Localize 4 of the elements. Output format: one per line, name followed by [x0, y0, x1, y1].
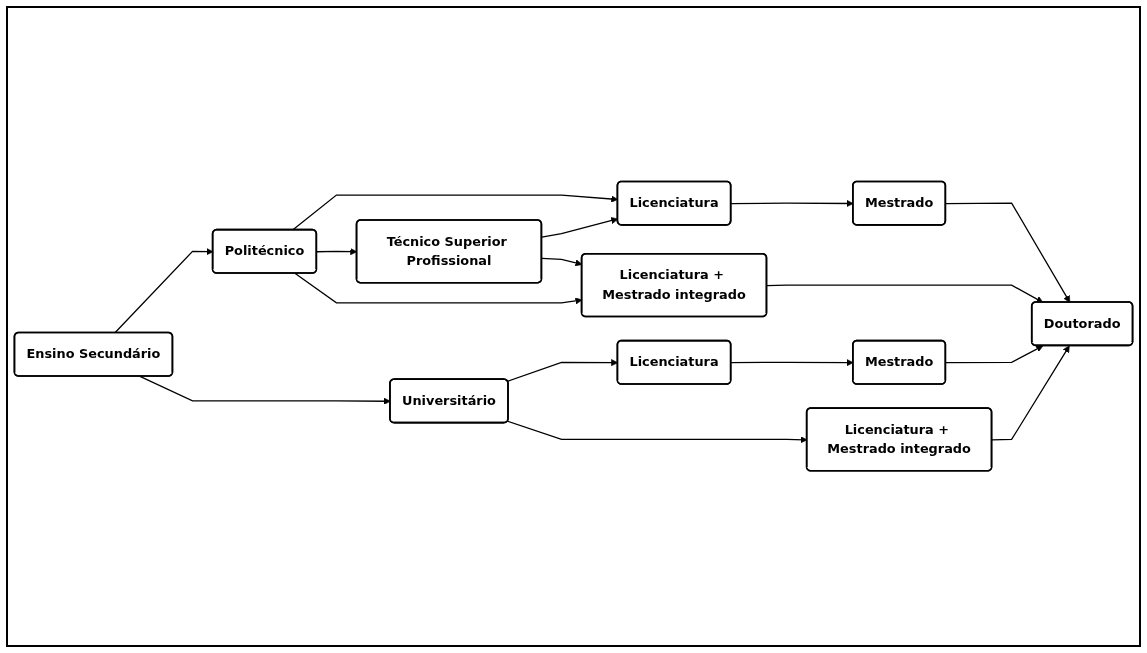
arrow [945, 345, 1044, 364]
arrow [991, 345, 1070, 441]
arrow [766, 284, 1044, 304]
arrow [945, 202, 1071, 304]
